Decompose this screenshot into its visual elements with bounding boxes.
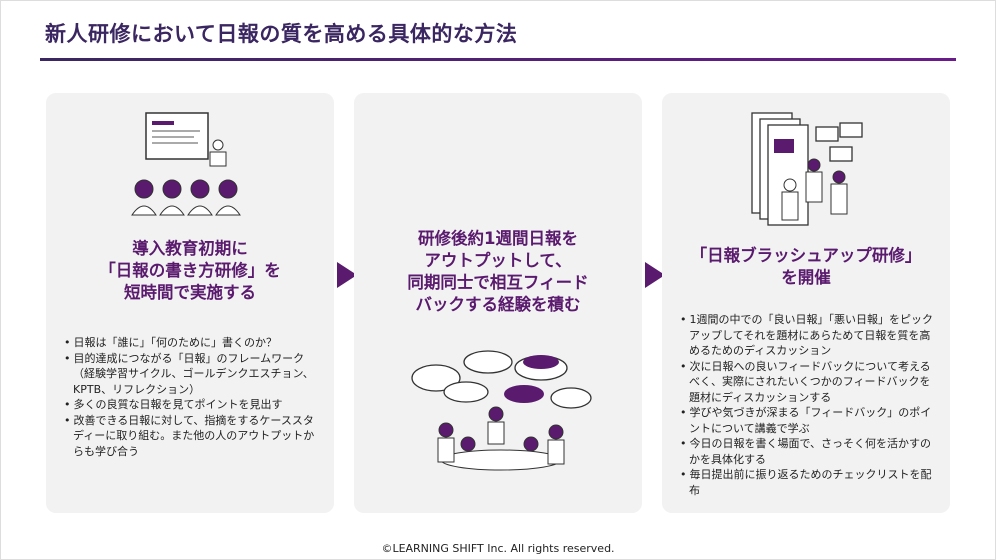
- card-heading-line: 「日報の書き方研修」を: [99, 261, 281, 280]
- step-card-2: 研修後約1週間日報を アウトプットして、 同期同士で相互フィード バックする経験…: [354, 93, 642, 513]
- bullet-list: 1週間の中での「良い日報」「悪い日報」をピックアップしてそれを題材にあらためて日…: [680, 312, 936, 498]
- workshop-illustration: [751, 112, 863, 226]
- list-item: 次に日報への良いフィードバックについて考えるべく、実際にされたいくつかのフィード…: [680, 359, 936, 406]
- card-heading-line: 短時間で実施する: [124, 283, 256, 302]
- card-heading-line: 導入教育初期に: [132, 239, 248, 258]
- list-item: 多くの良質な日報を見てポイントを見出す: [64, 397, 320, 413]
- title-underline: [40, 58, 956, 61]
- list-item: 毎日提出前に振り返るためのチェックリストを配布: [680, 467, 936, 498]
- bullet-list: 日報は「誰に」「何のために」書くのか？ 目的達成につながる「日報」のフレームワー…: [64, 335, 320, 459]
- card-heading-line: バックする経験を積む: [415, 295, 581, 314]
- arrow-right-icon: [337, 262, 357, 288]
- list-item: 学びや気づきが深まる「フィードバック」のポイントについて講義で学ぶ: [680, 405, 936, 436]
- list-item: 日報は「誰に」「何のために」書くのか？: [64, 335, 320, 351]
- lecture-illustration: [131, 112, 241, 216]
- arrow-right-icon: [645, 262, 665, 288]
- list-item: 今日の日報を書く場面で、さっそく何を活かすのかを具体化する: [680, 436, 936, 467]
- step-card-1: 導入教育初期に 「日報の書き方研修」を 短時間で実施する 日報は「誰に」「何のた…: [46, 93, 334, 513]
- card-heading-line: アウトプットして、: [424, 251, 572, 270]
- page-title: 新人研修において日報の質を高める具体的な方法: [45, 22, 518, 46]
- discussion-illustration: [411, 350, 592, 471]
- card-heading-line: 研修後約1週間日報を: [418, 229, 578, 248]
- list-item: 改善できる日報に対して、指摘をするケーススタディーに取り組む。また他の人のアウト…: [64, 413, 320, 460]
- card-heading-line: 同期同士で相互フィード: [407, 273, 589, 292]
- step-card-3: 「日報ブラッシュアップ研修」 を開催 1週間の中での「良い日報」「悪い日報」をピ…: [662, 93, 950, 513]
- list-item: 目的達成につながる「日報」のフレームワーク（経験学習サイクル、ゴールデンクエスチ…: [64, 351, 320, 398]
- card-heading-line: を開催: [781, 268, 831, 287]
- copyright-footer: ©LEARNING SHIFT Inc. All rights reserved…: [381, 542, 615, 555]
- card-heading-line: 「日報ブラッシュアップ研修」: [690, 246, 922, 265]
- list-item: 1週間の中での「良い日報」「悪い日報」をピックアップしてそれを題材にあらためて日…: [680, 312, 936, 359]
